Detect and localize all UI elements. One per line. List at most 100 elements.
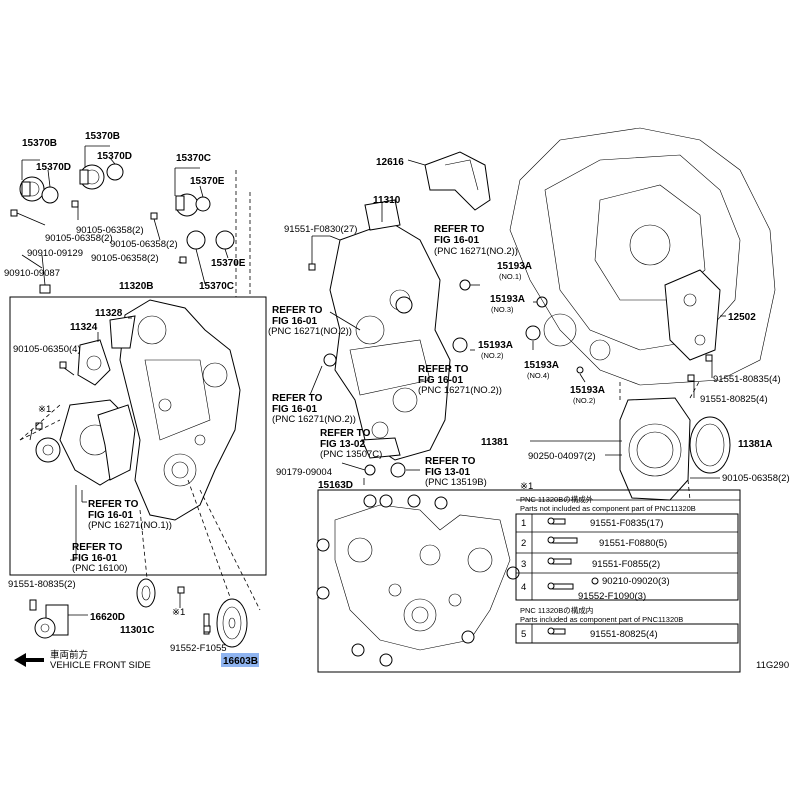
label-15193A-1: 15193A xyxy=(497,261,532,272)
cover-gasket xyxy=(77,315,136,386)
table-row4-part: 90210-09020(3) xyxy=(602,576,670,587)
table-row4-num: 4 xyxy=(521,582,526,593)
table-row3-num: 3 xyxy=(521,559,526,570)
label-refer-7: REFER TO xyxy=(320,428,371,439)
idler-pulley-11301C xyxy=(136,578,156,608)
highlight-16603B xyxy=(221,653,259,667)
label-90105-06350: 90105-06350(4) xyxy=(13,344,81,355)
label-15193A-3: 15193A xyxy=(478,340,513,351)
label-refer-2: REFER TO xyxy=(72,542,123,553)
label-11381: 11381 xyxy=(481,437,509,448)
label-15370B-a: 15370B xyxy=(22,138,57,149)
label-pnc-2: (PNC 16100) xyxy=(72,563,127,574)
label-fig-6: FIG 16-01 xyxy=(272,404,317,415)
label-11320B: 11320B xyxy=(119,281,153,292)
belt-tensioner xyxy=(29,599,88,639)
label-fig-1: FIG 16-01 xyxy=(88,510,133,521)
label-90105-06358-b: 90105-06358(2) xyxy=(45,233,113,244)
pnc-table-frame xyxy=(317,489,741,673)
note-1-a: ※1 xyxy=(38,404,51,415)
table-row1-num: 1 xyxy=(521,518,526,529)
engine-cover-center xyxy=(329,199,451,461)
label-15370C-b: 15370C xyxy=(199,281,234,292)
table-head1-en: Parts not included as component part of … xyxy=(520,504,696,513)
label-90910-09087: 90910-09087 xyxy=(4,268,60,279)
label-91551-80835-4: 91551-80835(4) xyxy=(713,374,781,385)
label-11328: 11328 xyxy=(95,308,123,319)
table-row4-part2: 91552-F1090(3) xyxy=(578,591,646,602)
label-91552-F1055: 91552-F1055 xyxy=(170,643,227,654)
table-head1-jp: PNC 11320Bの構成外 xyxy=(520,494,594,504)
label-12616: 12616 xyxy=(376,157,404,168)
water-pump xyxy=(35,399,136,486)
label-90105-06358-e: 90105-06358(2) xyxy=(722,473,790,484)
label-fig-2: FIG 16-01 xyxy=(72,553,117,564)
label-15193A-4: 15193A xyxy=(524,360,559,371)
label-15163D: 15163D xyxy=(318,480,353,491)
table-row5-num: 5 xyxy=(521,629,526,640)
label-refer-6: REFER TO xyxy=(272,393,323,404)
table-row2-part: 91551-F0880(5) xyxy=(599,538,667,549)
table-row1-part: 91551-F0835(17) xyxy=(590,518,663,529)
callout-circles xyxy=(316,494,520,667)
label-refer-3: REFER TO xyxy=(434,224,485,235)
table-row2-num: 2 xyxy=(521,538,526,549)
label-pnc-4: (PNC 16271(NO.2)) xyxy=(268,326,352,337)
label-15370E-a: 15370E xyxy=(190,176,225,187)
label-fig-7: FIG 13-02 xyxy=(320,439,365,450)
label-11324: 11324 xyxy=(70,322,98,333)
label-90105-06358-a: 90105-06358(2) xyxy=(76,225,144,236)
table-bolt-icons xyxy=(547,517,599,635)
table-row3-part: 91551-F0855(2) xyxy=(592,559,660,570)
label-91551-80825-4: 91551-80825(4) xyxy=(700,394,768,405)
label-90250-04097: 90250-04097(2) xyxy=(528,451,596,462)
label-15370C-a: 15370C xyxy=(176,153,211,164)
label-fig-4: FIG 16-01 xyxy=(272,316,317,327)
note-1-c: ※1 xyxy=(520,481,533,492)
oil-pump-gear-group xyxy=(19,145,235,285)
label-fig-5: FIG 16-01 xyxy=(418,375,463,386)
front-arrow-icon xyxy=(14,653,44,667)
label-12502: 12502 xyxy=(728,312,756,323)
label-90179-09004: 90179-09004 xyxy=(276,467,332,478)
label-15370D-b: 15370D xyxy=(97,151,132,162)
label-refer-1: REFER TO xyxy=(88,499,139,510)
label-91551-80835-2: 91551-80835(2) xyxy=(8,579,76,590)
figure-code: 11G290 xyxy=(756,660,789,671)
label-pnc-3: (PNC 16271(NO.2)) xyxy=(434,246,518,257)
note-1-b: ※1 xyxy=(172,607,185,618)
label-fig-3: FIG 16-01 xyxy=(434,235,479,246)
bracket-12616 xyxy=(424,151,491,211)
label-15370E-b: 15370E xyxy=(211,258,246,269)
label-no3: (NO.3) xyxy=(491,305,514,314)
label-no4: (NO.4) xyxy=(527,371,550,380)
front-label-jp: 車両前方 xyxy=(50,649,88,661)
label-refer-8: REFER TO xyxy=(425,456,476,467)
table-head2-en: Parts included as component part of PNC1… xyxy=(520,615,683,624)
table-row5-part: 91551-80825(4) xyxy=(590,629,658,640)
label-11310: 11310 xyxy=(373,195,401,206)
oil-seal-11381A xyxy=(689,416,731,474)
label-fig-8: FIG 13-01 xyxy=(425,467,470,478)
label-pnc-6: (PNC 16271(NO.2)) xyxy=(272,414,356,425)
label-90105-06358-c: 90105-06358(2) xyxy=(110,239,178,250)
label-90105-06358-d: 90105-06358(2) xyxy=(91,253,159,264)
idler-pulley-16603B xyxy=(203,598,248,648)
timing-chain-cover xyxy=(119,299,241,521)
rear-seal-retainer-11381 xyxy=(619,397,691,501)
label-11301C: 11301C xyxy=(120,625,154,636)
label-16603B: 16603B xyxy=(223,656,258,667)
mount-bracket-12502 xyxy=(664,269,721,361)
label-16620D: 16620D xyxy=(90,612,125,623)
label-refer-4: REFER TO xyxy=(272,305,323,316)
label-11381A: 11381A xyxy=(738,439,772,450)
table-head2-jp: PNC 11320Bの構成内 xyxy=(520,605,593,615)
label-no2-b: (NO.2) xyxy=(573,396,596,405)
label-pnc-1: (PNC 16271(NO.1)) xyxy=(88,520,172,531)
label-15193A-2: 15193A xyxy=(490,294,525,305)
label-no2-a: (NO.2) xyxy=(481,351,504,360)
label-pnc-5: (PNC 16271(NO.2)) xyxy=(418,385,502,396)
label-pnc-7: (PNC 13507C) xyxy=(320,449,382,460)
block-bolt-layout xyxy=(334,504,511,651)
